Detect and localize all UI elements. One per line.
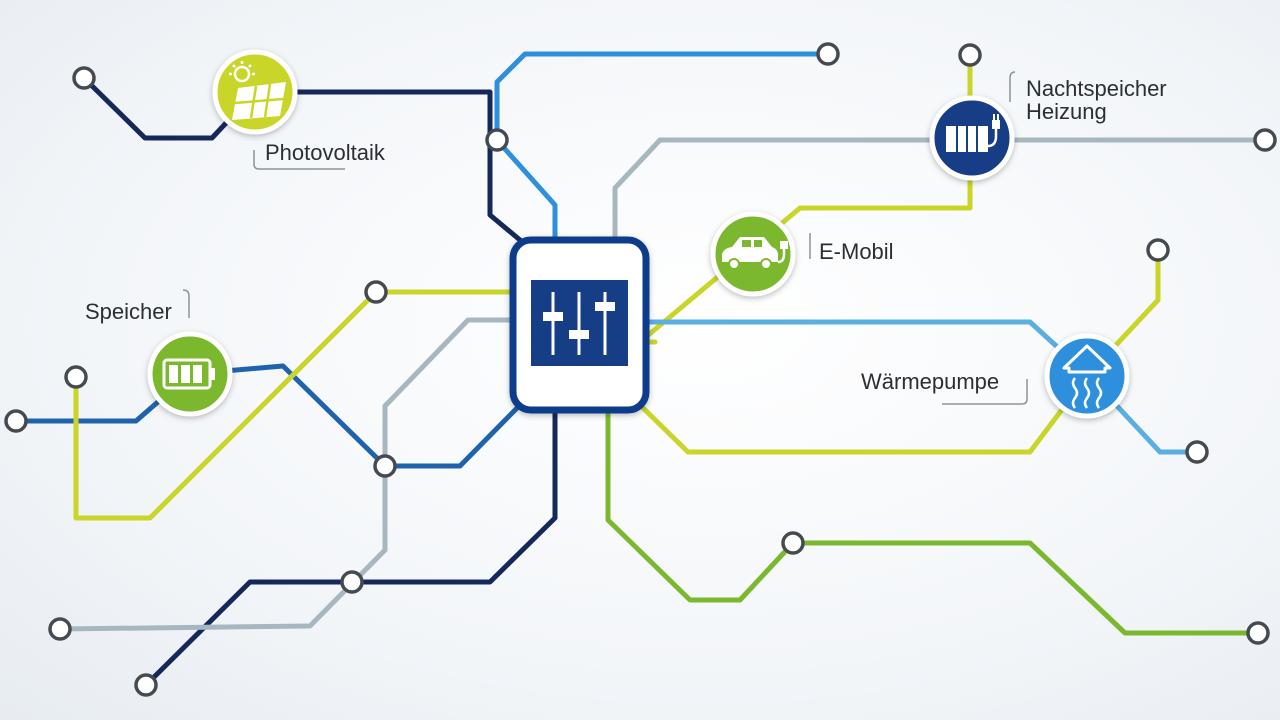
stop[interactable] — [364, 280, 388, 304]
route-stops — [4, 42, 1277, 697]
route-green-lower — [605, 407, 1261, 636]
stop[interactable] — [1146, 238, 1170, 262]
label-waermepumpe: Wärmepumpe — [861, 369, 999, 394]
route-sky-top — [494, 51, 831, 243]
battery-icon — [162, 358, 215, 390]
storage-heater-icon — [946, 114, 1000, 152]
stop[interactable] — [64, 365, 88, 389]
label-speicher: Speicher — [85, 299, 172, 324]
stop[interactable] — [816, 42, 840, 66]
stop[interactable] — [134, 673, 158, 697]
stop[interactable] — [1185, 440, 1209, 464]
electric-car-icon — [722, 237, 788, 270]
route-yellow-speicher — [73, 289, 523, 521]
mixer-sliders-icon — [531, 280, 628, 366]
stop[interactable] — [72, 66, 96, 90]
label-photovoltaik: Photovoltaik — [265, 140, 386, 165]
label-emobil: E-Mobil — [819, 239, 894, 264]
routes — [13, 51, 1268, 688]
stop[interactable] — [1246, 621, 1270, 645]
labels: Photovoltaik Speicher Nachtspeicher Heiz… — [85, 76, 1167, 394]
label-nachtspeicher-line1: Nachtspeicher — [1026, 76, 1167, 101]
route-yellow-waermepumpe — [637, 247, 1161, 455]
route-blue-speicher — [13, 363, 523, 469]
label-nachtspeicher-line2: Heizung — [1026, 99, 1107, 124]
stop[interactable] — [48, 617, 72, 641]
node-waermepumpe[interactable] — [1044, 333, 1130, 419]
control-hub[interactable] — [509, 236, 650, 414]
stop[interactable] — [781, 531, 805, 555]
stop[interactable] — [1253, 128, 1277, 152]
route-navy-lower — [143, 407, 558, 688]
heat-pump-icon — [1062, 344, 1112, 409]
stop[interactable] — [485, 128, 509, 152]
node-speicher[interactable] — [147, 331, 233, 417]
route-grey-nachtspeicher — [612, 137, 1268, 243]
node-photovoltaik[interactable] — [212, 49, 298, 135]
stop[interactable] — [4, 409, 28, 433]
stop[interactable] — [340, 570, 364, 594]
node-emobil[interactable] — [710, 211, 796, 297]
route-yellow-emobil — [637, 52, 973, 345]
solar-panel-icon — [229, 61, 286, 120]
route-grey-lower — [57, 317, 516, 632]
node-nachtspeicher[interactable] — [929, 95, 1015, 181]
stop[interactable] — [958, 43, 982, 67]
label-brackets — [182, 71, 1028, 405]
stop[interactable] — [373, 454, 397, 478]
